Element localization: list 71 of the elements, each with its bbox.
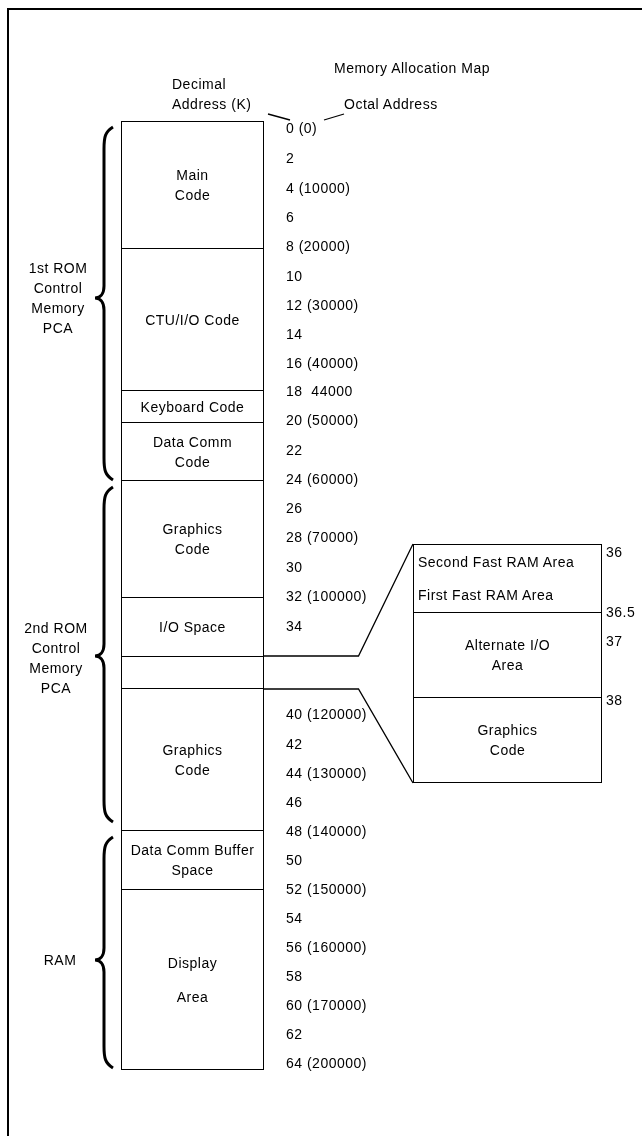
address-label: 18 44000 [286, 382, 353, 401]
address-label: 30 [286, 558, 303, 577]
address-label: 16 (40000) [286, 354, 359, 373]
column-heading: Decimal Address (K) [172, 75, 253, 114]
memory-segment [121, 830, 264, 890]
memory-segment [413, 697, 602, 783]
region-label: 2nd ROM Control Memory PCA [23, 619, 89, 698]
address-label: 6 [286, 208, 295, 227]
address-label: 28 (70000) [286, 528, 359, 547]
address-label: 4 (10000) [286, 179, 351, 198]
address-label: 36 [606, 543, 623, 562]
segment-label: Second Fast RAM Area [418, 552, 575, 572]
memory-segment [121, 480, 264, 598]
memory-segment [121, 121, 264, 249]
memory-segment [413, 544, 602, 613]
address-label: 54 [286, 909, 303, 928]
segment-label: Data Comm Buffer Space [129, 841, 256, 880]
leader-line [267, 113, 291, 121]
address-label: 50 [286, 851, 303, 870]
address-label: 64 (200000) [286, 1054, 367, 1073]
memory-segment [121, 390, 264, 423]
memory-segment [121, 597, 264, 657]
address-label: 22 [286, 441, 303, 460]
segment-label: Keyboard Code [140, 397, 245, 417]
address-label: 14 [286, 325, 303, 344]
segment-label: Graphics Code [161, 740, 224, 780]
address-label: 0 (0) [286, 119, 318, 138]
address-label: 34 [286, 617, 303, 636]
column-heading: Octal Address [344, 95, 438, 114]
memory-segment [121, 248, 264, 391]
address-label: 8 (20000) [286, 237, 351, 256]
address-label: 2 [286, 149, 295, 168]
address-label: 60 (170000) [286, 996, 367, 1015]
address-label: 38 [606, 691, 623, 710]
segment-label: Main Code [173, 166, 212, 205]
address-label: 32 (100000) [286, 587, 367, 606]
expansion-line [263, 688, 414, 784]
segment-label: First Fast RAM Area [418, 586, 554, 606]
segment-label: Graphics Code [476, 721, 539, 760]
address-label: 36.5 [606, 603, 636, 622]
address-label: 56 (160000) [286, 938, 367, 957]
memory-segment [121, 688, 264, 831]
address-label: 20 (50000) [286, 411, 359, 430]
segment-label: Graphics Code [161, 520, 224, 559]
segment-label: Display Area [166, 953, 219, 1007]
address-label: 62 [286, 1025, 303, 1044]
segment-label: Data Comm Code [151, 432, 234, 472]
address-label: 24 (60000) [286, 470, 359, 489]
memory-segment [121, 889, 264, 1070]
segment-label: Alternate I/O Area [463, 636, 552, 675]
empty-memory-segment [121, 656, 264, 689]
region-label: RAM [42, 951, 78, 970]
address-label: 40 (120000) [286, 705, 367, 724]
region-label: 1st ROM Control Memory PCA [27, 259, 89, 338]
leader-line [323, 113, 345, 121]
expansion-line [263, 543, 414, 657]
address-label: 12 (30000) [286, 296, 359, 315]
address-label: 48 (140000) [286, 822, 367, 841]
segment-label: I/O Space [159, 618, 226, 637]
address-label: 37 [606, 632, 623, 651]
address-label: 46 [286, 793, 303, 812]
segment-label: CTU/I/O Code [145, 310, 240, 330]
address-label: 42 [286, 735, 303, 754]
diagram-title: Memory Allocation Map [334, 59, 490, 78]
address-label: 44 (130000) [286, 764, 367, 783]
address-label: 58 [286, 967, 303, 986]
address-label: 10 [286, 267, 303, 286]
memory-segment [413, 612, 602, 698]
memory-segment [121, 422, 264, 481]
address-label: 52 (150000) [286, 880, 367, 899]
address-label: 26 [286, 499, 303, 518]
